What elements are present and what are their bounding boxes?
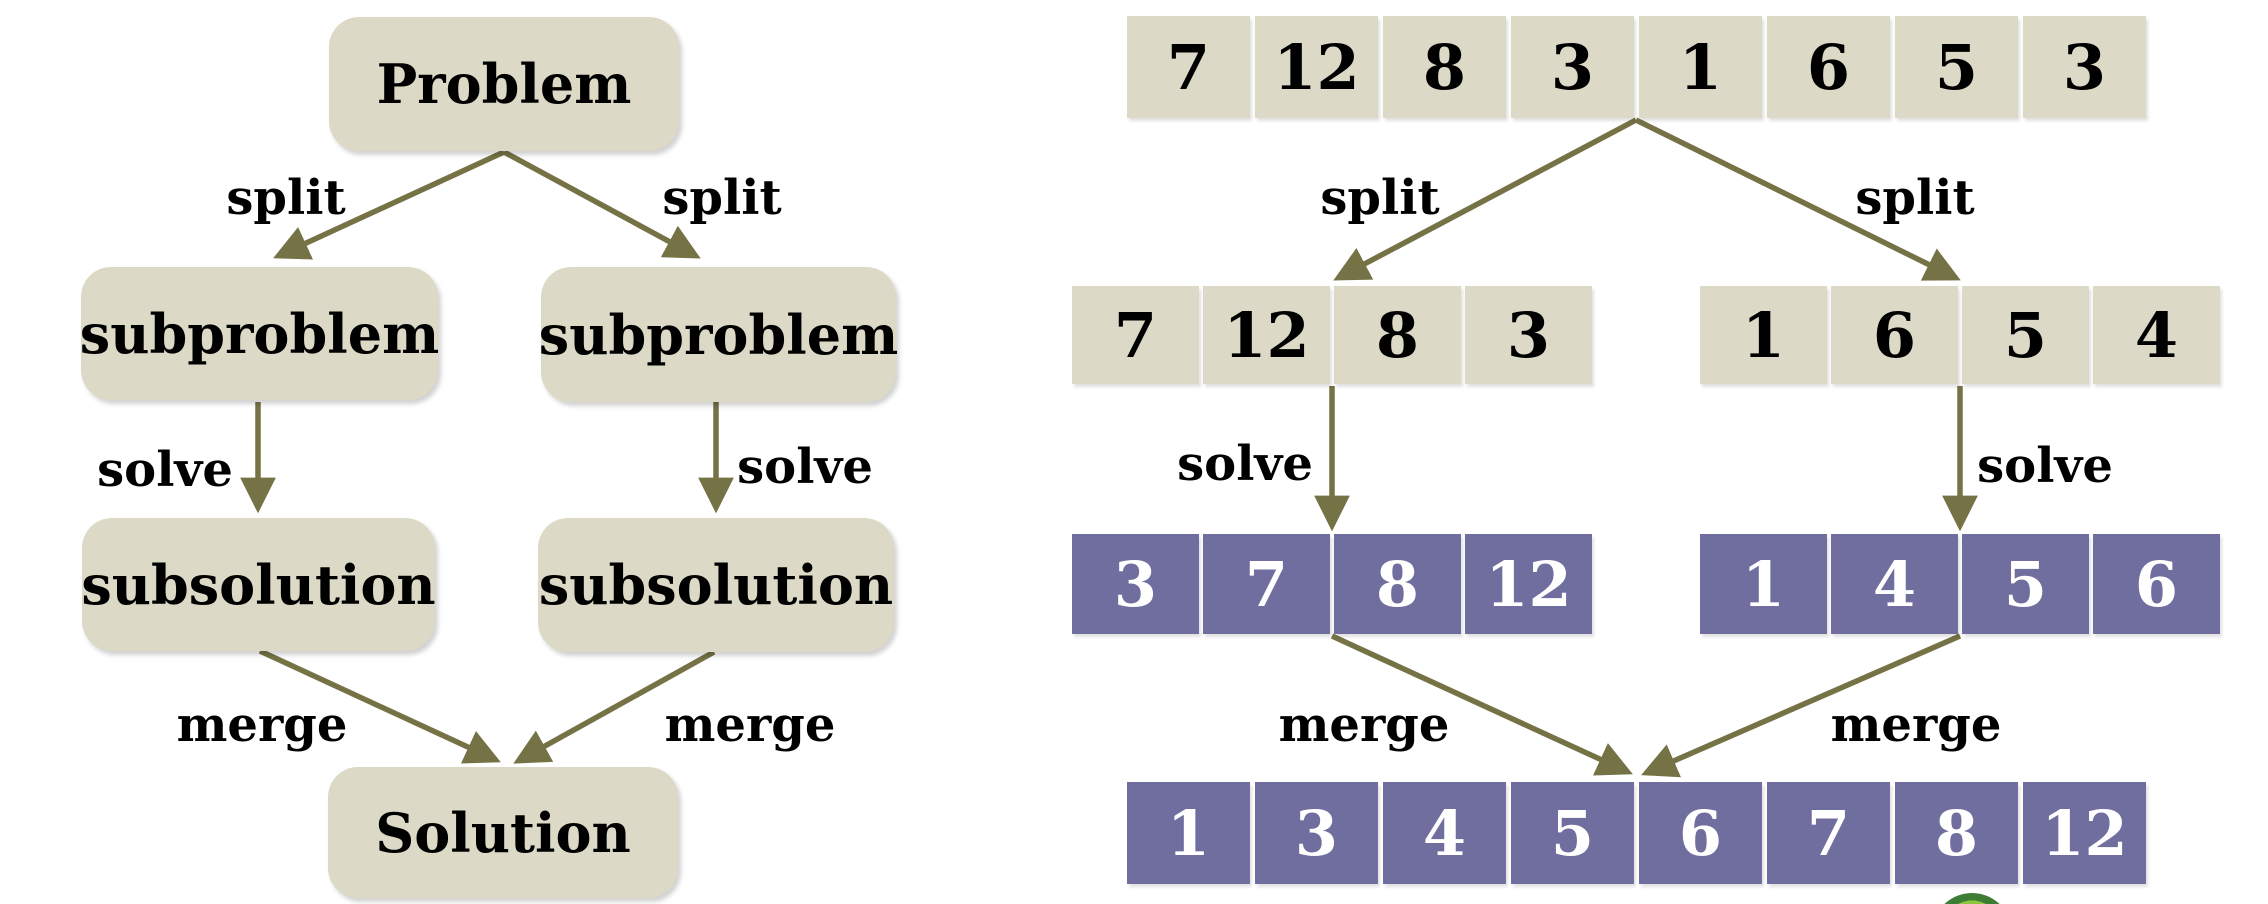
array-cell: 8 — [1383, 16, 1506, 118]
array-cell: 12 — [1255, 16, 1378, 118]
array-cell: 3 — [1511, 16, 1634, 118]
node-subsolution-left: subsolution — [81, 518, 436, 651]
array-cell: 4 — [2093, 286, 2220, 384]
array-cell: 5 — [1962, 534, 2089, 634]
node-solution: Solution — [328, 767, 678, 898]
arrow-merge-left — [258, 648, 501, 764]
node-problem: Problem — [329, 17, 679, 151]
edge-label-split-right: split — [662, 170, 782, 226]
partial-circle-logo-icon — [1932, 893, 2012, 904]
array-cell: 7 — [1072, 286, 1199, 384]
array-cell: 5 — [1511, 782, 1634, 884]
node-subproblem-right: subproblem — [539, 267, 898, 402]
edge-label-example-solve-left: solve — [1177, 436, 1313, 492]
array-cell: 3 — [1465, 286, 1592, 384]
array-right-sorted: 1 4 5 6 — [1700, 534, 2220, 634]
array-left-sorted: 3 7 8 12 — [1072, 534, 1592, 634]
node-subsolution-right: subsolution — [538, 518, 894, 652]
edge-label-merge-right: merge — [664, 697, 836, 753]
array-cell: 3 — [2023, 16, 2146, 118]
array-input: 7 12 8 3 1 6 5 3 — [1127, 16, 2146, 118]
array-cell: 8 — [1334, 286, 1461, 384]
array-right-half: 1 6 5 4 — [1700, 286, 2220, 384]
array-cell: 6 — [1639, 782, 1762, 884]
edge-label-merge-left: merge — [176, 697, 348, 753]
array-cell: 6 — [1767, 16, 1890, 118]
array-left-half: 7 12 8 3 — [1072, 286, 1592, 384]
array-merged: 1 3 4 5 6 7 8 12 — [1127, 782, 2146, 884]
arrow-example-merge-right — [1641, 633, 1962, 778]
edge-label-split-left: split — [226, 170, 346, 226]
array-cell: 5 — [1895, 16, 2018, 118]
arrow-merge-right — [513, 649, 716, 764]
array-cell: 6 — [1831, 286, 1958, 384]
array-cell: 1 — [1639, 16, 1762, 118]
array-cell: 3 — [1072, 534, 1199, 634]
node-subproblem-left: subproblem — [80, 267, 439, 400]
array-cell: 1 — [1700, 286, 1827, 384]
array-cell: 7 — [1127, 16, 1250, 118]
array-cell: 8 — [1334, 534, 1461, 634]
edge-label-solve-right: solve — [737, 439, 873, 495]
arrow-example-split-right — [1634, 117, 1961, 281]
array-cell: 7 — [1767, 782, 1890, 884]
array-cell: 12 — [2023, 782, 2146, 884]
edge-label-solve-left: solve — [97, 442, 233, 498]
edge-label-example-split-left: split — [1320, 170, 1440, 226]
arrow-split-left — [273, 149, 506, 260]
array-cell: 3 — [1255, 782, 1378, 884]
edge-label-example-merge-right: merge — [1830, 697, 2002, 753]
array-cell: 4 — [1831, 534, 1958, 634]
array-cell: 1 — [1127, 782, 1250, 884]
array-cell: 4 — [1383, 782, 1506, 884]
array-cell: 12 — [1203, 286, 1330, 384]
array-cell: 5 — [1962, 286, 2089, 384]
edge-label-example-split-right: split — [1855, 170, 1975, 226]
array-cell: 7 — [1203, 534, 1330, 634]
edge-label-example-solve-right: solve — [1977, 438, 2113, 494]
array-cell: 6 — [2093, 534, 2220, 634]
arrow-split-right — [502, 149, 701, 259]
arrow-example-split-left — [1333, 117, 1638, 281]
array-cell: 12 — [1465, 534, 1592, 634]
arrow-example-merge-left — [1330, 633, 1633, 776]
edge-label-example-merge-left: merge — [1278, 697, 1450, 753]
array-cell: 8 — [1895, 782, 2018, 884]
array-cell: 1 — [1700, 534, 1827, 634]
